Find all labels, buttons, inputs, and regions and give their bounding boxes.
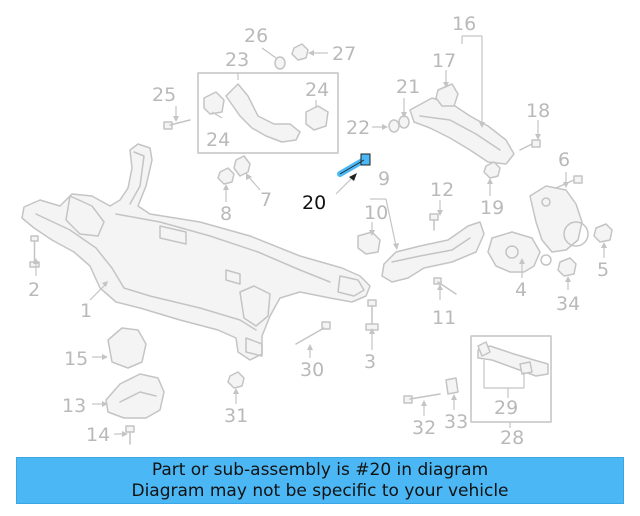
bushing-part-10 <box>357 231 381 255</box>
label-part-2: 2 <box>28 279 40 301</box>
nut-part-19 <box>483 161 501 179</box>
label-part-3: 3 <box>364 351 376 373</box>
label-part-19: 19 <box>480 197 504 219</box>
label-part-15: 15 <box>64 348 88 370</box>
label-part-5: 5 <box>597 259 609 281</box>
label-part-24-left: 24 <box>206 129 230 151</box>
label-part-14: 14 <box>86 424 110 446</box>
label-part-6: 6 <box>558 149 570 171</box>
label-part-18: 18 <box>526 100 550 122</box>
bolt-part-3 <box>365 299 379 331</box>
washer-part-26 <box>274 56 286 70</box>
subframe-crossmember <box>21 143 371 361</box>
nut-part-27 <box>291 43 309 61</box>
bolt-part-20 <box>337 153 371 177</box>
label-part-24-right: 24 <box>305 79 329 101</box>
upper-arm-part-16 <box>409 97 515 165</box>
info-banner: Part or sub-assembly is #20 in diagram D… <box>16 457 624 504</box>
label-part-16: 16 <box>452 13 476 35</box>
knuckle-part-4 <box>487 185 589 273</box>
label-part-34: 34 <box>556 293 580 315</box>
lower-arm-part-9 <box>381 221 485 283</box>
nut-part-31 <box>227 371 245 389</box>
label-part-30: 30 <box>300 359 324 381</box>
label-part-1: 1 <box>80 300 92 322</box>
bolt-part-14 <box>125 425 135 445</box>
clip-part-33 <box>445 377 459 395</box>
mount-part-15 <box>107 327 147 369</box>
bolt-part-32 <box>403 393 441 404</box>
nut-part-8 <box>217 167 235 185</box>
label-part-9: 9 <box>378 168 390 190</box>
label-part-26: 26 <box>244 25 268 47</box>
bolt-part-12 <box>429 213 439 231</box>
label-part-27: 27 <box>332 43 356 65</box>
washer-part-22 <box>388 119 400 133</box>
part-labels: 1 2 3 4 5 6 7 8 9 10 11 12 13 14 15 16 1… <box>28 13 609 449</box>
link-assembly-part-28 <box>470 335 552 423</box>
label-part-4: 4 <box>515 279 527 301</box>
mount-bracket-part-13 <box>105 373 165 419</box>
bolt-part-11 <box>433 277 457 295</box>
banner-line-1: Part or sub-assembly is #20 in diagram <box>151 460 489 480</box>
label-part-22: 22 <box>346 117 370 139</box>
label-part-31: 31 <box>224 405 248 427</box>
label-part-32: 32 <box>412 417 436 439</box>
label-part-7: 7 <box>260 189 272 211</box>
bushing-part-17 <box>435 83 459 107</box>
label-part-11: 11 <box>432 307 456 329</box>
bolt-part-30 <box>295 321 331 345</box>
label-part-8: 8 <box>220 203 232 225</box>
leader-lines <box>33 35 607 437</box>
label-part-20: 20 <box>302 192 326 214</box>
label-part-17: 17 <box>432 50 456 72</box>
bolt-part-18 <box>519 139 541 151</box>
bushing-part-5 <box>593 223 613 243</box>
label-part-29: 29 <box>494 397 518 419</box>
label-part-10: 10 <box>364 202 388 224</box>
bushing-part-34 <box>557 257 577 277</box>
label-part-13: 13 <box>62 395 86 417</box>
banner-line-2: Diagram may not be specific to your vehi… <box>131 481 509 501</box>
bolt-part-25 <box>163 119 191 130</box>
label-part-12: 12 <box>430 179 454 201</box>
control-arm-assembly-part-23 <box>197 72 339 154</box>
bolt-part-2 <box>29 235 40 268</box>
label-part-23: 23 <box>225 49 249 71</box>
label-part-28: 28 <box>500 427 524 449</box>
label-part-21: 21 <box>396 76 420 98</box>
label-part-25: 25 <box>152 84 176 106</box>
label-part-33: 33 <box>444 411 468 433</box>
bracket-part-7 <box>233 155 251 177</box>
